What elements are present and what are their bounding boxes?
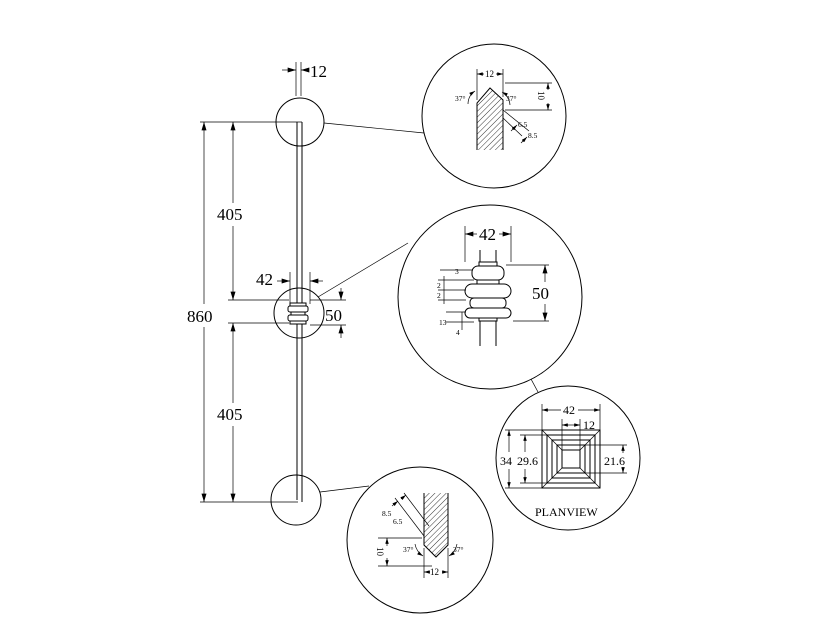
bottom-detail-dim-a-label: 6.5 [393,517,403,526]
collar-band [469,297,507,309]
main-elevation: 12 860 405 405 [187,62,539,526]
square-inner [561,449,581,469]
collar-bead [464,283,512,299]
bottom-detail-dim-b-label: 8.5 [382,509,392,518]
upper-spacing-label: 405 [217,205,243,224]
collar-neck [476,279,500,285]
plan-inner-height-label: 21.6 [604,454,625,468]
collar-detail-width-label: 42 [479,225,496,244]
square-3 [551,439,591,479]
top-detail-dim-b-label: 8.5 [528,131,538,140]
top-detail: 12 37° 37° 10 6.5 8.5 [421,43,567,189]
rod-section-hatch [424,493,448,557]
top-leader-line [323,122,425,134]
top-callout-circle [275,97,325,147]
top-detail-width-label: 12 [485,69,494,79]
lower-spacing-label: 405 [217,405,243,424]
collar-detail: 42 50 3 2 2 13 [397,204,583,390]
collar-detail-dim-3-label: 3 [455,267,459,276]
bottom-detail-angle-right-label: 37° [453,545,464,554]
top-width-dimension: 12 [282,62,327,96]
collar-ring [478,261,498,267]
extension-line [403,492,430,527]
plan-mid-height-label: 29.6 [517,454,538,468]
plan-outer-height-label: 34 [500,454,512,468]
dimension-arrow [510,124,518,132]
collar-detail-dim-2b-label: 2 [437,291,441,300]
collar-profile [464,250,512,346]
plan-view: 42 12 34 29.6 21.6 PLANVIEW [495,385,641,531]
collar-ring [289,320,307,325]
collar-detail-dim-4-label: 4 [456,328,460,337]
top-detail-angle-left-label: 37° [455,94,466,103]
dimension-arrow [400,494,407,501]
collar-detail-circle [397,204,583,390]
overall-height-dimension: 860 [187,121,213,502]
corner-line [541,467,563,489]
dimension-arrow [391,500,399,507]
collar-height-dimension: 50 [310,288,346,338]
square-2 [546,434,596,484]
bottom-detail-height-label: 10 [375,547,385,557]
collar-height-label: 50 [325,306,342,325]
rod-section-outline [476,87,504,150]
plan-outer-width-label: 42 [563,403,575,417]
collar-bead [464,307,512,319]
angle-arc-left [414,543,424,557]
top-detail-circle [421,43,567,189]
bottom-detail-width-label: 12 [430,567,439,577]
overall-height-label: 860 [187,307,213,326]
bottom-callout-circle [270,474,322,526]
extension-line [394,497,425,537]
angle-arc-left [467,90,476,105]
rod-section-hatch [477,88,503,150]
lower-spacing-dimension: 405 [217,323,243,502]
extension-lines [200,121,302,503]
bottom-detail: 37° 37° 12 10 8.5 6.5 [346,466,494,614]
top-width-label: 12 [310,62,327,81]
collar-bead [287,305,309,313]
collar-detail-height-label: 50 [532,284,549,303]
dimension-arrow [520,136,528,144]
collar-bead [287,314,309,322]
square-4 [556,444,586,474]
collar-detail-dim-2a-label: 2 [437,281,441,290]
top-detail-dim-a-label: 6.5 [518,120,528,129]
square-outer [541,429,601,489]
top-detail-angle-right-label: 37° [506,94,517,103]
bottom-detail-angle-left-label: 37° [403,545,414,554]
corner-line [579,467,601,489]
upper-spacing-dimension: 405 [217,121,243,300]
collar-ring [478,317,498,322]
rod-section-outline [423,493,449,558]
plan-view-title: PLANVIEW [535,505,598,519]
corner-line [579,429,601,451]
bottom-leader-line [319,485,370,493]
bottom-detail-circle [346,466,494,614]
plan-squares [541,429,601,489]
extension-line [502,109,530,132]
plan-view-circle [495,385,641,531]
corner-line [541,429,563,451]
angle-arc-right [448,543,458,557]
middle-leader-line [317,242,409,298]
collar-detail-dim-13-label: 13 [439,318,447,327]
collar-width-dimension: 42 [256,270,323,304]
collar-width-label: 42 [256,270,273,289]
top-detail-height-label: 10 [536,91,546,101]
collar-bead [471,265,505,281]
plan-leader-line [530,378,539,393]
plan-inner-width-label: 12 [583,418,595,432]
middle-callout-circle [273,287,325,339]
collar [287,302,309,325]
angle-arc-right [501,91,511,106]
